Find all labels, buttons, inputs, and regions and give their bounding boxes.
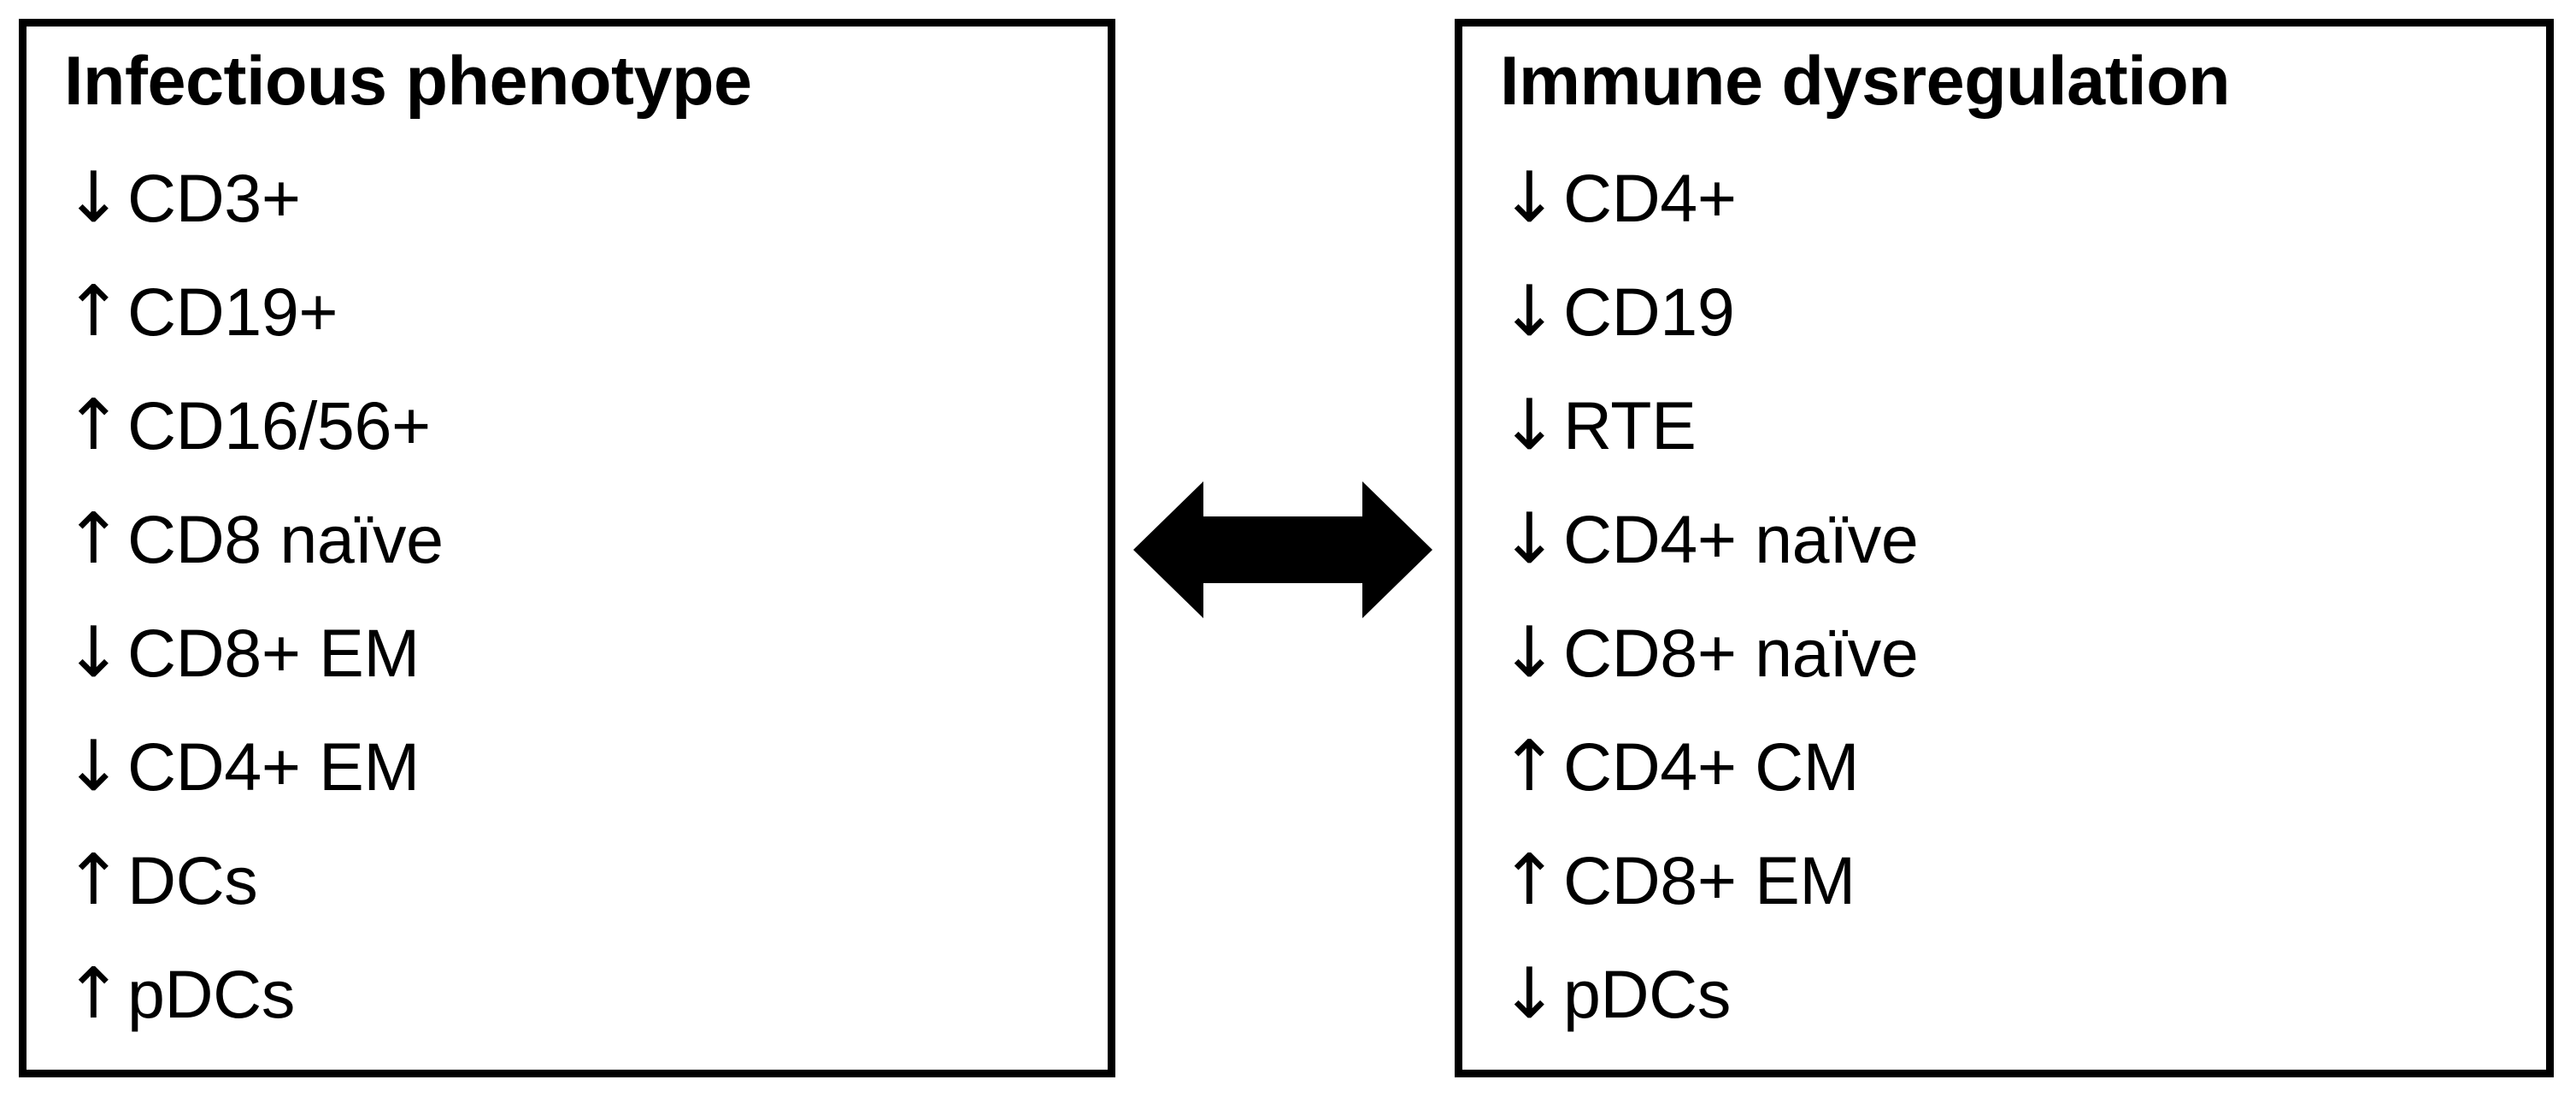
list-item: ↑ DCs — [64, 823, 444, 937]
arrow-up-icon: ↑ — [64, 385, 123, 466]
panel-right-content: Immune dysregulation ↓ CD4+ ↓ CD19 ↓ RTE… — [1462, 27, 2546, 1070]
arrow-down-icon: ↓ — [64, 726, 123, 807]
arrow-down-icon: ↓ — [1500, 271, 1559, 352]
finding-label: pDCs — [127, 956, 295, 1032]
arrow-up-icon: ↑ — [1500, 840, 1559, 921]
finding-label: DCs — [127, 842, 258, 918]
arrow-up-icon: ↑ — [64, 498, 123, 580]
finding-label: CD4+ naïve — [1563, 501, 1919, 577]
list-item: ↑ CD8+ EM — [1500, 823, 1918, 937]
finding-label: pDCs — [1563, 956, 1731, 1032]
finding-label: CD8 naïve — [127, 501, 444, 577]
finding-label: CD4+ — [1563, 160, 1737, 236]
panel-immune-dysregulation: Immune dysregulation ↓ CD4+ ↓ CD19 ↓ RTE… — [1455, 19, 2554, 1077]
finding-label: CD19+ — [127, 274, 338, 350]
arrow-down-icon: ↓ — [64, 612, 123, 693]
list-item: ↓ CD4+ EM — [64, 710, 444, 823]
arrow-up-icon: ↑ — [64, 953, 123, 1035]
list-item: ↓ CD8+ naïve — [1500, 596, 1919, 710]
list-item: ↓ CD19 — [1500, 255, 1918, 369]
list-item: ↓ CD3+ — [64, 141, 444, 255]
finding-label: CD16/56+ — [127, 387, 431, 463]
list-item: ↓ CD4+ naïve — [1500, 482, 1919, 596]
arrow-down-icon: ↓ — [1500, 385, 1559, 466]
arrow-down-icon: ↓ — [1500, 498, 1559, 580]
arrow-down-icon: ↓ — [1500, 612, 1559, 693]
list-item: ↑ CD4+ CM — [1500, 710, 1918, 823]
finding-label: CD8+ naïve — [1563, 615, 1919, 691]
list-item: ↑ CD19+ — [64, 255, 444, 369]
panel-right-title: Immune dysregulation — [1500, 43, 2231, 120]
finding-label: CD3+ — [127, 160, 301, 236]
finding-label: CD4+ CM — [1563, 729, 1860, 805]
panel-infectious-phenotype: Infectious phenotype ↓ CD3+ ↑ CD19+ ↑ CD… — [19, 19, 1115, 1077]
arrow-down-icon: ↓ — [1500, 157, 1559, 239]
finding-label: CD19 — [1563, 274, 1735, 350]
panel-right-finding-list: ↓ CD4+ ↓ CD19 ↓ RTE ↓ CD4+ naïve ↓ CD8 — [1500, 141, 1919, 1051]
list-item: ↓ CD4+ — [1500, 141, 1918, 255]
list-item: ↑ pDCs — [64, 937, 444, 1051]
arrow-up-icon: ↑ — [64, 271, 123, 352]
finding-label: CD4+ EM — [127, 729, 420, 805]
list-item: ↓ CD8+ EM — [64, 596, 444, 710]
list-item: ↑ CD16/56+ — [64, 369, 444, 482]
list-item: ↓ RTE — [1500, 369, 1918, 482]
list-item: ↓ pDCs — [1500, 937, 1918, 1051]
arrow-down-icon: ↓ — [1500, 953, 1559, 1035]
finding-label: CD8+ EM — [127, 615, 420, 691]
arrow-up-icon: ↑ — [1500, 726, 1559, 807]
arrow-up-icon: ↑ — [64, 840, 123, 921]
finding-label: RTE — [1563, 387, 1697, 463]
panel-left-content: Infectious phenotype ↓ CD3+ ↑ CD19+ ↑ CD… — [26, 27, 1108, 1070]
panel-left-title: Infectious phenotype — [64, 43, 752, 120]
arrow-down-icon: ↓ — [64, 157, 123, 239]
finding-label: CD8+ EM — [1563, 842, 1856, 918]
double-headed-arrow-icon — [1133, 477, 1432, 622]
panel-left-finding-list: ↓ CD3+ ↑ CD19+ ↑ CD16/56+ ↑ CD8 naïve ↓ — [64, 141, 444, 1051]
list-item: ↑ CD8 naïve — [64, 482, 444, 596]
